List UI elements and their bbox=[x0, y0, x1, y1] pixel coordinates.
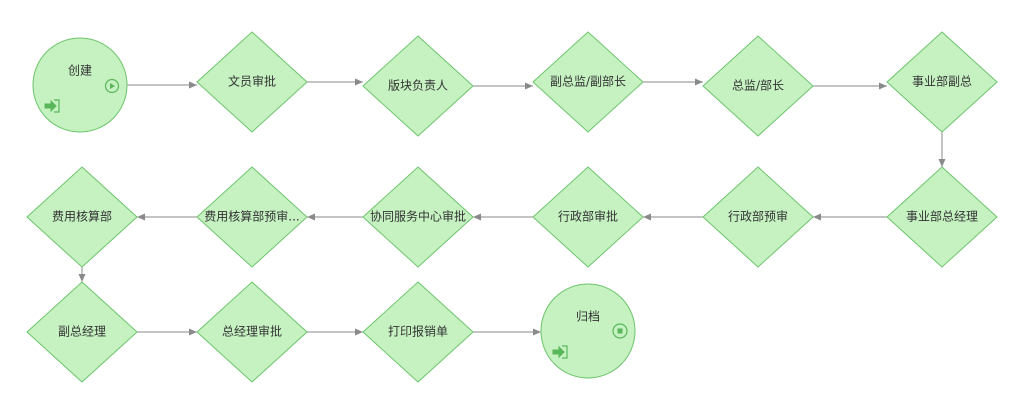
edge-admin-pre-to-admin-approve bbox=[643, 213, 703, 221]
node-archive[interactable]: 归档 bbox=[540, 283, 636, 379]
node-create[interactable]: 创建 bbox=[32, 37, 128, 133]
node-label-service-center: 协同服务中心审批 bbox=[370, 209, 466, 224]
node-deputy-gm[interactable]: 副总经理 bbox=[26, 281, 138, 383]
node-label-deputy-gm: 副总经理 bbox=[58, 325, 106, 339]
node-label-gm-approve: 总经理审批 bbox=[222, 324, 282, 339]
node-label-create: 创建 bbox=[68, 64, 92, 78]
node-section-head[interactable]: 版块负责人 bbox=[362, 35, 474, 137]
node-service-center[interactable]: 协同服务中心审批 bbox=[362, 166, 474, 268]
node-clerk-approve[interactable]: 文员审批 bbox=[196, 31, 308, 133]
stop-icon bbox=[612, 323, 628, 339]
edges-layer bbox=[78, 78, 946, 336]
edge-print-to-archive bbox=[473, 328, 541, 336]
edge-gm-approve-to-print bbox=[307, 328, 363, 336]
node-label-director: 总监/部长 bbox=[732, 78, 784, 93]
node-label-cost-pre: 费用核算部预审... bbox=[204, 209, 299, 224]
node-label-print: 打印报销单 bbox=[388, 324, 448, 339]
edge-admin-approve-to-service-center bbox=[473, 213, 533, 221]
edge-deputy-gm-to-gm-approve bbox=[137, 328, 197, 336]
edge-bu-gm-to-admin-pre bbox=[813, 213, 887, 221]
node-gm-approve[interactable]: 总经理审批 bbox=[196, 281, 308, 383]
node-label-admin-approve: 行政部审批 bbox=[558, 209, 618, 224]
edge-cost-dept-to-deputy-gm bbox=[78, 267, 86, 282]
edge-clerk-approve-to-section-head bbox=[307, 78, 363, 86]
enter-icon bbox=[552, 345, 568, 359]
node-label-cost-dept: 费用核算部 bbox=[52, 209, 112, 224]
node-bu-deputy[interactable]: 事业部副总 bbox=[886, 31, 998, 133]
node-label-section-head: 版块负责人 bbox=[388, 79, 448, 93]
node-print[interactable]: 打印报销单 bbox=[362, 281, 474, 383]
node-label-clerk-approve: 文员审批 bbox=[228, 74, 276, 89]
node-admin-pre[interactable]: 行政部预审 bbox=[702, 166, 814, 268]
node-label-admin-pre: 行政部预审 bbox=[728, 209, 788, 224]
node-cost-pre[interactable]: 费用核算部预审... bbox=[196, 166, 308, 268]
node-bu-gm[interactable]: 事业部总经理 bbox=[886, 166, 998, 268]
node-label-deputy-director: 副总监/副部长 bbox=[550, 74, 626, 89]
node-label-bu-deputy: 事业部副总 bbox=[912, 74, 972, 89]
node-cost-dept[interactable]: 费用核算部 bbox=[26, 166, 138, 268]
edge-deputy-director-to-director bbox=[643, 78, 703, 86]
edge-section-head-to-deputy-director bbox=[473, 82, 533, 90]
edge-director-to-bu-deputy bbox=[813, 82, 887, 90]
node-label-archive: 归档 bbox=[576, 310, 600, 324]
node-director[interactable]: 总监/部长 bbox=[702, 35, 814, 137]
node-label-bu-gm: 事业部总经理 bbox=[906, 209, 978, 224]
play-icon bbox=[104, 78, 120, 94]
node-admin-approve[interactable]: 行政部审批 bbox=[532, 166, 644, 268]
edge-bu-deputy-to-bu-gm bbox=[938, 132, 946, 167]
edge-create-to-clerk-approve bbox=[127, 81, 197, 89]
edge-service-center-to-cost-pre bbox=[307, 213, 363, 221]
edge-cost-pre-to-cost-dept bbox=[137, 213, 197, 221]
enter-icon bbox=[44, 99, 60, 113]
node-deputy-director[interactable]: 副总监/副部长 bbox=[532, 31, 644, 133]
